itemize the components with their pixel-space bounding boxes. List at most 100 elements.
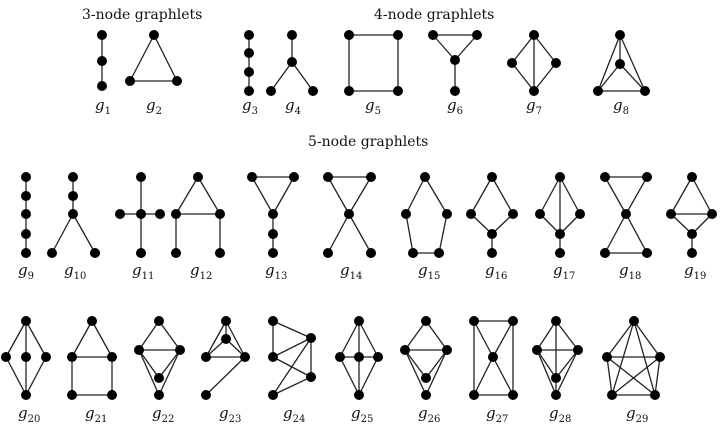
graphlet-label-subscript: 11 — [142, 271, 155, 282]
graph-node — [629, 316, 639, 326]
graphlet-label-subscript: 8 — [623, 106, 629, 117]
graph-node — [469, 316, 479, 326]
graphlet-g26: g26 — [400, 316, 452, 425]
graph-edge — [604, 213, 627, 254]
graph-edge — [533, 62, 557, 92]
graph-edge — [539, 176, 561, 215]
graphlet-label-subscript: 22 — [162, 414, 175, 425]
graph-edge — [606, 320, 635, 358]
graph-node — [393, 86, 403, 96]
graph-node — [687, 172, 697, 182]
graph-node — [154, 316, 164, 326]
graphlet-label-subscript: 27 — [496, 414, 509, 425]
graph-node — [289, 172, 299, 182]
section-title-5-node: 5-node graphlets — [308, 134, 428, 150]
graph-edge — [604, 176, 627, 215]
graph-node — [149, 30, 159, 40]
graph-node — [421, 390, 431, 400]
graph-edge — [633, 320, 661, 358]
graph-node — [154, 390, 164, 400]
graph-node — [529, 86, 539, 96]
graph-node — [575, 209, 585, 219]
graph-node — [602, 352, 612, 362]
graphlet-g20: g20 — [1, 316, 51, 425]
graph-node — [136, 209, 146, 219]
graph-node — [408, 248, 418, 258]
graphlet-label-subscript: 25 — [361, 414, 374, 425]
graph-edge — [432, 34, 456, 61]
graph-edge — [158, 349, 181, 396]
graph-node — [555, 229, 565, 239]
graphlet-label-subscript: 10 — [74, 271, 87, 282]
graphlet-label: g25 — [351, 404, 373, 425]
graph-node — [615, 30, 625, 40]
graph-node — [466, 209, 476, 219]
graph-node — [487, 248, 497, 258]
graph-edge — [597, 34, 621, 92]
graph-edge — [291, 61, 314, 92]
graph-edge — [606, 356, 613, 396]
graph-node — [97, 56, 107, 66]
graphlet-label: g6 — [447, 96, 463, 117]
graph-edge — [272, 337, 312, 396]
graph-node — [640, 86, 650, 96]
graphlet-label: g2 — [146, 96, 162, 117]
graph-edge — [348, 213, 372, 254]
graphlet-g14: g14 — [323, 172, 376, 282]
graphlet-g12: g12 — [171, 172, 225, 282]
graph-node — [306, 333, 316, 343]
graph-edge — [225, 320, 246, 358]
graph-edge — [272, 176, 295, 215]
graph-edge — [619, 34, 646, 92]
graph-node — [642, 172, 652, 182]
graph-edge — [424, 176, 448, 215]
graphlet-label: g14 — [340, 261, 362, 282]
graph-edge — [536, 349, 557, 396]
graphlet-label: g29 — [626, 404, 648, 425]
graph-node — [442, 345, 452, 355]
graph-node — [400, 345, 410, 355]
graphlet-g1: g1 — [95, 30, 111, 117]
graphlet-label: g10 — [64, 261, 86, 282]
graphlet-label-subscript: 23 — [229, 414, 242, 425]
graphlet-g15: g15 — [401, 172, 452, 282]
graphlet-label: g17 — [553, 261, 575, 282]
graph-edge — [91, 320, 113, 358]
graph-edge — [492, 320, 514, 358]
graph-node — [287, 57, 297, 67]
graph-edge — [272, 376, 312, 396]
graphlet-label-subscript: 24 — [293, 414, 306, 425]
graph-edge — [559, 176, 581, 215]
graph-node — [115, 209, 125, 219]
graph-edge — [492, 356, 514, 396]
graph-node — [401, 209, 411, 219]
graph-node — [421, 373, 431, 383]
graph-edge — [533, 34, 557, 64]
graph-edge — [511, 34, 535, 64]
graphlet-g17: g17 — [535, 172, 585, 282]
graph-node — [21, 172, 31, 182]
graph-edge — [611, 356, 661, 396]
graphlet-label-subscript: 5 — [375, 106, 381, 117]
graphlet-label: g18 — [619, 261, 641, 282]
graph-node — [421, 316, 431, 326]
graph-edge — [25, 320, 47, 358]
graphlet-label: g11 — [132, 261, 154, 282]
graphlet-label-subscript: 12 — [200, 271, 213, 282]
graph-node — [21, 390, 31, 400]
graph-node — [268, 390, 278, 400]
graph-edge — [339, 320, 360, 358]
graph-node — [434, 248, 444, 258]
graph-node — [469, 390, 479, 400]
graph-node — [650, 390, 660, 400]
graphlet-label-subscript: 15 — [428, 271, 441, 282]
graph-edge — [25, 356, 47, 396]
graph-edge — [71, 320, 93, 358]
graph-edge — [358, 356, 379, 396]
graph-node — [68, 172, 78, 182]
graphlet-label: g26 — [418, 404, 440, 425]
graph-edge — [272, 320, 312, 339]
graph-node — [21, 248, 31, 258]
graph-node — [136, 172, 146, 182]
graph-node — [555, 248, 565, 258]
